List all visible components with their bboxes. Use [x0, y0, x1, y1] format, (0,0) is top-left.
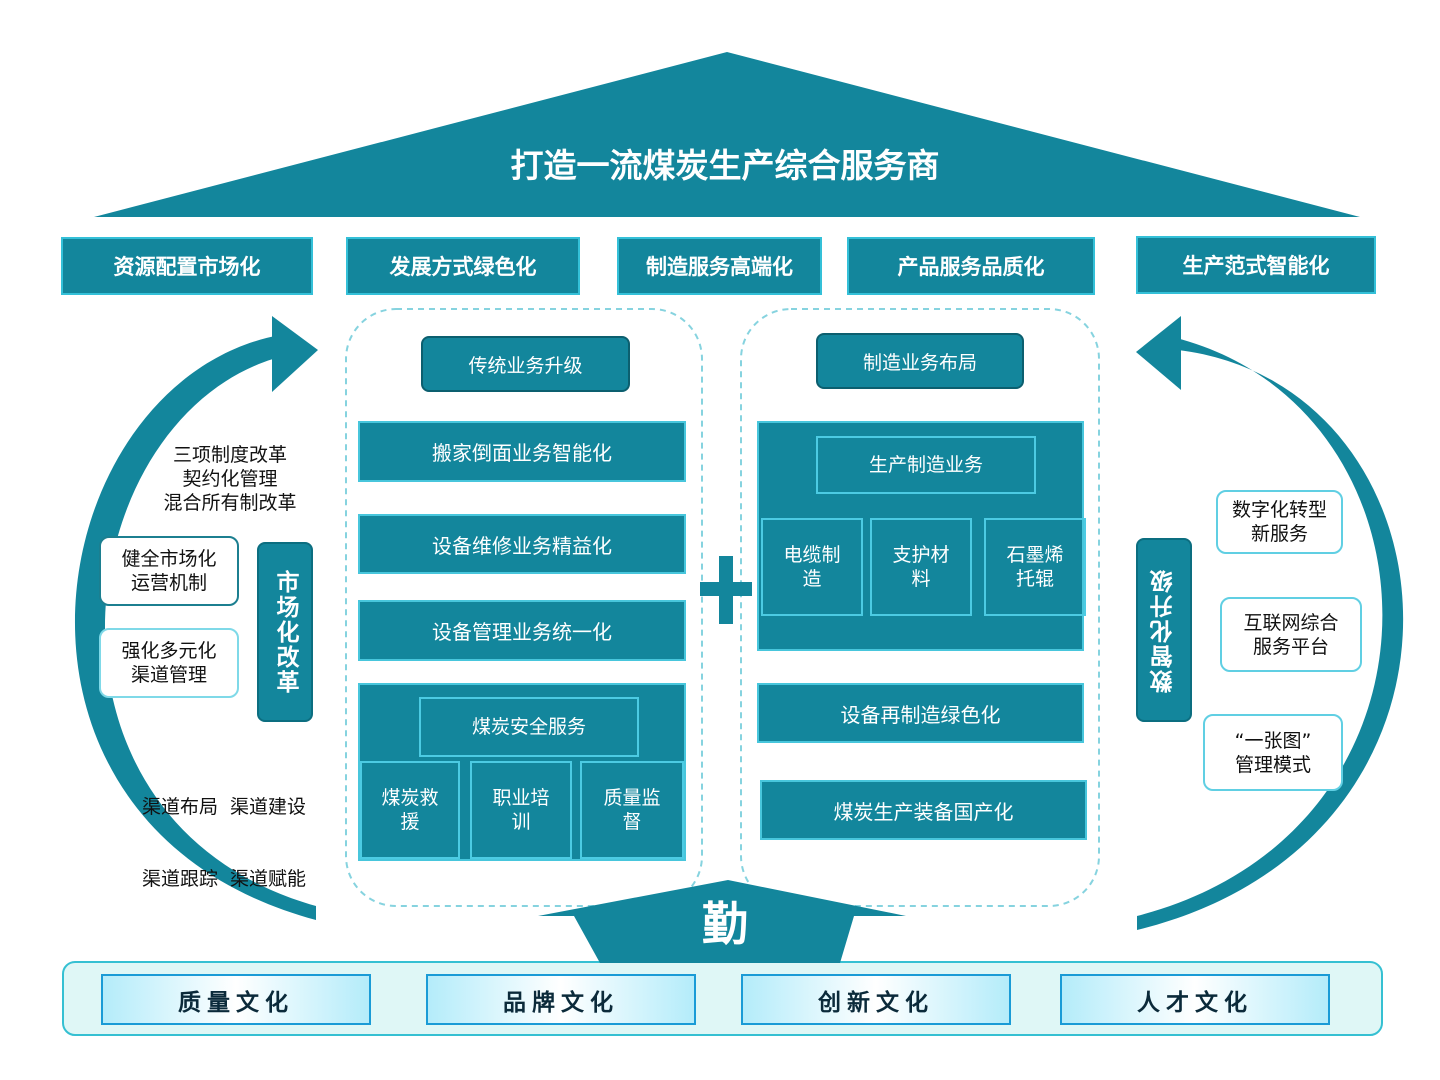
item-line: 职业培 [492, 787, 550, 809]
cr-item-3: 石墨烯 托辊 [984, 518, 1086, 616]
box-line: 服务平台 [1252, 635, 1329, 658]
digital-upgrade-label: 数智化升级 [1136, 538, 1192, 722]
item-line: 训 [511, 811, 531, 833]
text-line: 三项制度改革 [172, 444, 287, 466]
traditional-upgrade-header: 传统业务升级 [421, 336, 630, 392]
item-line: 石墨烯 [1006, 544, 1064, 566]
box-line: 管理模式 [1234, 753, 1311, 776]
culture-brand: 品牌文化 [426, 974, 696, 1025]
box-line: 互联网综合 [1243, 611, 1339, 634]
manufacturing-layout-header: 制造业务布局 [816, 333, 1024, 389]
coal-safety-title: 煤炭安全服务 [419, 697, 639, 757]
item-line: 督 [622, 811, 642, 833]
pillar-4: 产品服务品质化 [847, 237, 1095, 295]
item-line: 援 [400, 811, 420, 833]
item-line: 电缆制 [783, 544, 841, 566]
pillar-1: 资源配置市场化 [61, 237, 313, 295]
right-arrow-head [1136, 316, 1181, 390]
digital-upgrade-text: 数智化升级 [1151, 567, 1177, 693]
left-arrow-head [272, 316, 318, 392]
left-top-text: 三项制度改革 契约化管理 混合所有制改革 [140, 443, 320, 515]
roof-shape [94, 52, 1360, 217]
text-line: 渠道跟踪 渠道赋能 [141, 868, 307, 890]
item-line: 料 [911, 568, 931, 590]
box-line: 新服务 [1250, 523, 1308, 545]
cl-bar-2: 设备维修业务精益化 [358, 514, 686, 574]
right-box-3: “一张图” 管理模式 [1203, 714, 1343, 791]
production-title: 生产制造业务 [816, 436, 1036, 494]
item-line: 托辊 [1015, 568, 1054, 590]
text-line: 契约化管理 [182, 468, 278, 490]
box-line: 健全市场化 [121, 548, 217, 570]
box-line: “一张图” [1234, 729, 1312, 752]
text-line: 混合所有制改革 [163, 492, 297, 514]
right-dashed-panel [740, 308, 1100, 907]
cr-item-1: 电缆制 造 [761, 518, 863, 616]
culture-quality: 质量文化 [101, 974, 371, 1025]
box-line: 运营机制 [130, 572, 207, 594]
item-line: 煤炭救 [381, 787, 439, 809]
box-line: 数字化转型 [1231, 499, 1327, 521]
right-box-1: 数字化转型 新服务 [1216, 490, 1343, 554]
left-dashed-panel [345, 308, 703, 907]
left-box-1: 健全市场化 运营机制 [99, 536, 239, 606]
culture-talent: 人才文化 [1060, 974, 1330, 1025]
cl-item-1: 煤炭救 援 [360, 761, 460, 859]
cl-bar-3: 设备管理业务统一化 [358, 600, 686, 661]
production-group: 生产制造业务 电缆制 造 支护材 料 石墨烯 托辊 [757, 421, 1086, 651]
cr-bar-2: 煤炭生产装备国产化 [760, 780, 1087, 840]
pillar-3: 制造服务高端化 [617, 237, 822, 295]
left-box-2: 强化多元化 渠道管理 [99, 628, 239, 698]
coal-safety-group: 煤炭安全服务 煤炭救 援 职业培 训 质量监 督 [358, 683, 686, 861]
culture-innovation: 创新文化 [741, 974, 1011, 1025]
pillar-2: 发展方式绿色化 [346, 237, 580, 295]
text-line: 渠道布局 渠道建设 [141, 796, 307, 818]
cr-bar-1: 设备再制造绿色化 [757, 683, 1084, 743]
item-line: 支护材 [892, 544, 950, 566]
market-reform-label: 市场化改革 [257, 542, 313, 722]
item-line: 造 [802, 568, 822, 590]
left-circular-arrow [74, 335, 316, 920]
cl-bar-1: 搬家倒面业务智能化 [358, 421, 686, 482]
item-line: 质量监 [603, 787, 661, 809]
cl-item-2: 职业培 训 [470, 761, 572, 859]
cr-item-2: 支护材 料 [870, 518, 972, 616]
box-line: 强化多元化 [121, 640, 217, 662]
market-reform-text: 市场化改革 [272, 569, 298, 695]
diligence-label: 勤 [702, 897, 748, 951]
left-bottom-text: 渠道布局 渠道建设 渠道跟踪 渠道赋能 [128, 747, 320, 915]
box-line: 渠道管理 [130, 664, 207, 686]
pillar-5: 生产范式智能化 [1136, 236, 1376, 294]
diligence-arrow [538, 880, 906, 963]
cl-item-3: 质量监 督 [580, 761, 684, 859]
right-box-2: 互联网综合 服务平台 [1220, 597, 1362, 672]
plus-icon [700, 556, 752, 624]
roof-title: 打造一流煤炭生产综合服务商 [510, 146, 940, 185]
